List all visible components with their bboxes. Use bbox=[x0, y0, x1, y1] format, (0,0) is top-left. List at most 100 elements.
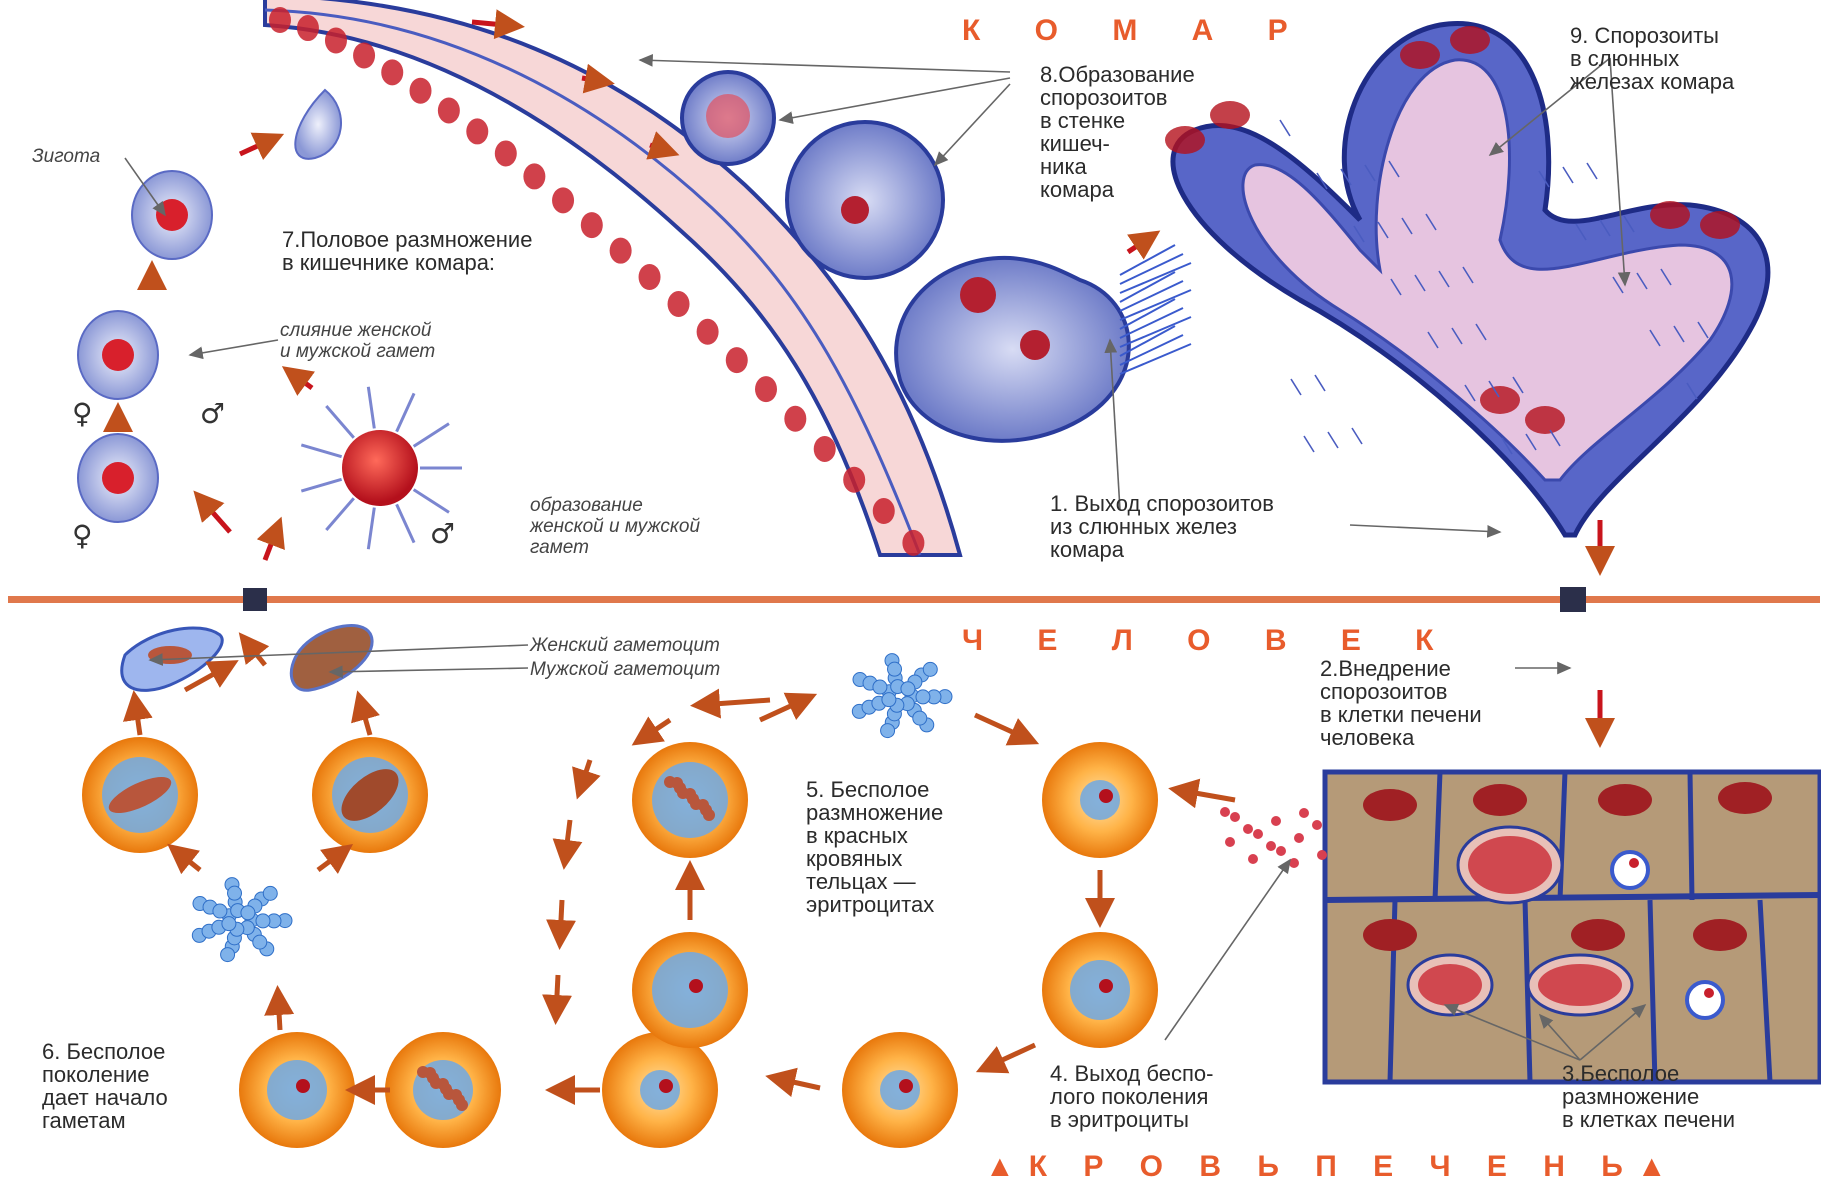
liver-nucleus bbox=[1571, 919, 1625, 951]
merozoite bbox=[1266, 841, 1276, 851]
gut-nucleus bbox=[902, 530, 924, 556]
cell-nucleus bbox=[102, 462, 134, 494]
gland-sporozoite bbox=[1280, 120, 1290, 136]
merozoite bbox=[1312, 820, 1322, 830]
exflagellating-microgametocyte bbox=[342, 430, 418, 506]
female-symbol-lower: ♀ bbox=[72, 522, 93, 550]
free-merozoite bbox=[913, 711, 927, 725]
cell-nucleus bbox=[156, 199, 188, 231]
oocyst-large bbox=[896, 258, 1129, 441]
gut-nucleus bbox=[873, 498, 895, 524]
step-2-label: 2.Внедрение спорозоитов в клетки печени … bbox=[1320, 657, 1482, 749]
parasite-nucleus bbox=[296, 1079, 310, 1093]
cell-nucleus bbox=[102, 339, 134, 371]
parasite-nucleus bbox=[689, 979, 703, 993]
merozoite bbox=[1220, 807, 1230, 817]
gut-nucleus bbox=[410, 78, 432, 104]
arrow bbox=[700, 700, 770, 705]
free-merozoite bbox=[228, 886, 242, 900]
gut-nucleus bbox=[784, 406, 806, 432]
microgamete bbox=[301, 479, 341, 491]
arrow bbox=[318, 850, 345, 870]
merozoite bbox=[1225, 837, 1235, 847]
merozoite bbox=[1289, 858, 1299, 868]
arrow bbox=[240, 138, 275, 154]
male-gametocyte-label: Мужской гаметоцит bbox=[530, 658, 720, 681]
free-merozoite bbox=[241, 906, 255, 920]
liver-nucleus bbox=[1693, 919, 1747, 951]
gut-nucleus bbox=[726, 347, 748, 373]
schizont-merozoites bbox=[1468, 836, 1552, 894]
parasite-stage bbox=[640, 1070, 680, 1110]
free-merozoite bbox=[873, 680, 887, 694]
divider-marker-left bbox=[243, 588, 267, 611]
merozoite bbox=[1299, 808, 1309, 818]
gamete-fusion-label: слияние женской и мужской гамет bbox=[280, 320, 435, 362]
parasite-nucleus bbox=[899, 1079, 913, 1093]
parasite-stage bbox=[652, 952, 728, 1028]
oocyst-small bbox=[682, 72, 774, 164]
schizont-merozoites bbox=[1538, 964, 1622, 1006]
gland-sporozoite bbox=[1291, 379, 1301, 395]
microgamete bbox=[301, 445, 341, 457]
free-merozoite bbox=[222, 917, 236, 931]
microgamete bbox=[368, 508, 374, 550]
arrow bbox=[360, 700, 370, 735]
liver-nucleus bbox=[1718, 782, 1772, 814]
merozoite-nucleus bbox=[697, 799, 709, 811]
microgamete bbox=[397, 393, 414, 431]
gut-nucleus bbox=[552, 187, 574, 213]
parasite-stage bbox=[880, 1070, 920, 1110]
microgamete bbox=[397, 504, 414, 542]
merozoite bbox=[1243, 824, 1253, 834]
arrow bbox=[135, 700, 140, 735]
gut-nucleus bbox=[668, 291, 690, 317]
arrow bbox=[775, 1078, 820, 1088]
gut-nucleus bbox=[353, 42, 375, 68]
arrow bbox=[985, 1045, 1035, 1068]
gland-red-cluster bbox=[1525, 406, 1565, 434]
arrow bbox=[580, 760, 590, 790]
liver-nucleus bbox=[1363, 919, 1417, 951]
male-symbol-lower: ♂ bbox=[430, 520, 455, 548]
gut-nucleus bbox=[438, 97, 460, 123]
merozoite bbox=[1248, 854, 1258, 864]
parasite-nucleus bbox=[1099, 789, 1113, 803]
female-symbol-upper: ♀ bbox=[72, 400, 93, 428]
erythrocytes bbox=[82, 654, 1158, 1148]
merozoite-nucleus bbox=[437, 1078, 449, 1090]
step-7-label: 7.Половое размножение в кишечнике комара… bbox=[282, 228, 532, 274]
arrow bbox=[245, 640, 265, 665]
free-merozoite bbox=[881, 724, 895, 738]
free-merozoite bbox=[923, 662, 937, 676]
gland-sporozoite bbox=[1563, 167, 1573, 183]
arrow bbox=[560, 900, 562, 940]
step-1-label: 1. Выход спорозоитов из слюнных желез ко… bbox=[1050, 492, 1274, 561]
microgamete bbox=[326, 406, 354, 438]
released-merozoites bbox=[1220, 807, 1327, 868]
female-gametocyte-label: Женский гаметоцит bbox=[530, 634, 720, 657]
arrow bbox=[290, 372, 312, 388]
step-4-label: 4. Выход беспо- лого поколения в эритроц… bbox=[1050, 1062, 1213, 1131]
free-merozoite bbox=[253, 935, 267, 949]
free-merozoite bbox=[256, 914, 270, 928]
microgamete bbox=[368, 387, 374, 429]
gland-red-cluster bbox=[1700, 211, 1740, 239]
schizont-merozoites bbox=[1418, 964, 1482, 1006]
parasite-stage bbox=[267, 1060, 327, 1120]
gland-red-cluster bbox=[1210, 101, 1250, 129]
merozoite bbox=[1271, 816, 1281, 826]
early-liver-stage bbox=[1687, 982, 1723, 1018]
free-merozoite bbox=[882, 693, 896, 707]
region-title-blood-liver: ▲К Р О В Ь П Е Ч Е Н Ь▲ bbox=[985, 1152, 1681, 1182]
arrow bbox=[556, 975, 558, 1015]
liver-nucleus bbox=[1598, 784, 1652, 816]
arrow bbox=[472, 22, 515, 26]
step-9-label: 9. Спорозоиты в слюнных железах комара bbox=[1570, 24, 1734, 93]
free-merozoite bbox=[888, 662, 902, 676]
arrow bbox=[565, 820, 570, 860]
early-liver-nucleus bbox=[1704, 988, 1714, 998]
merozoite bbox=[1230, 812, 1240, 822]
gut-nucleus bbox=[843, 467, 865, 493]
